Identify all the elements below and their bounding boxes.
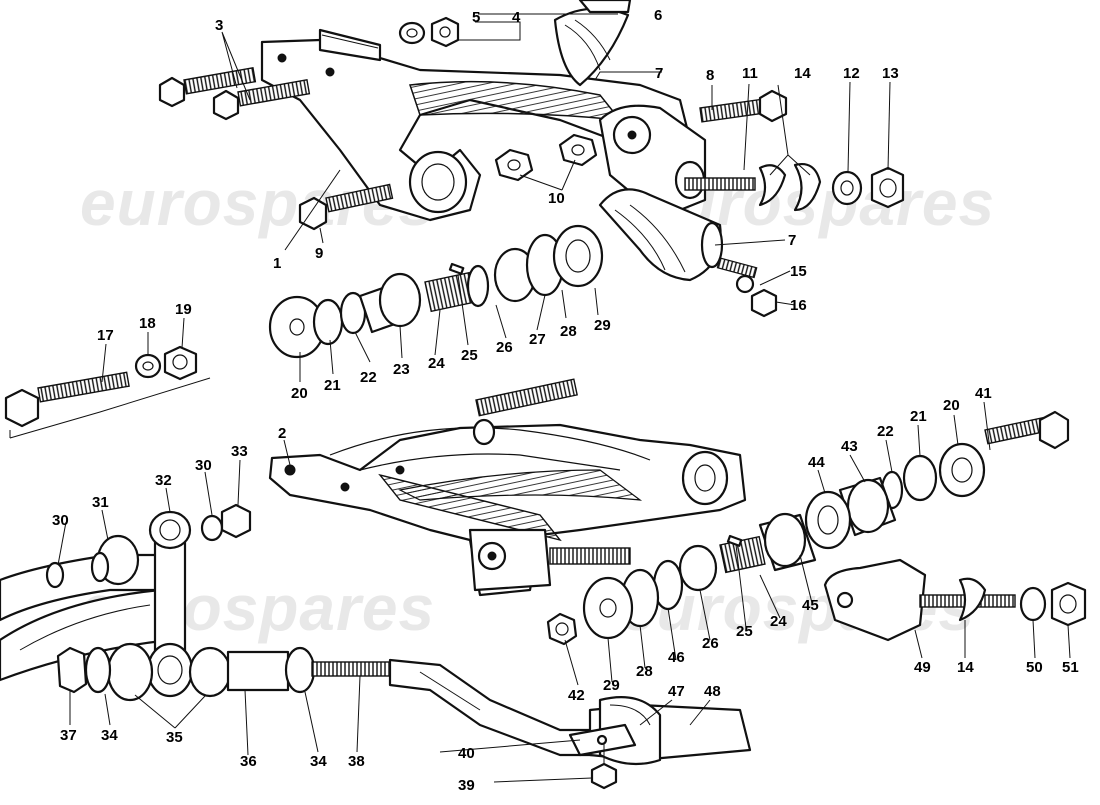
callout-27: 27 — [529, 331, 546, 348]
washer-15-nut-16 — [735, 274, 778, 318]
lower-wishbone — [268, 378, 747, 597]
callout-3: 3 — [215, 17, 223, 34]
callout-21: 21 — [324, 377, 341, 394]
callout-25b: 25 — [736, 623, 753, 640]
callout-43: 43 — [841, 438, 858, 455]
callout-2: 2 — [278, 425, 286, 442]
callout-28b: 28 — [636, 663, 653, 680]
callout-labels: 1 2 3 4 5 6 7 8 9 10 11 14 12 13 7 15 16… — [52, 7, 1079, 794]
callout-42: 42 — [568, 687, 585, 704]
callout-23: 23 — [393, 361, 410, 378]
upper-wishbone — [260, 28, 707, 222]
callout-41: 41 — [975, 385, 992, 402]
callout-33: 33 — [231, 443, 248, 460]
callout-34b: 34 — [310, 753, 327, 770]
nuts-10 — [494, 133, 598, 182]
callout-38: 38 — [348, 753, 365, 770]
callout-1: 1 — [273, 255, 281, 272]
bolt-8 — [699, 89, 788, 123]
callout-17: 17 — [97, 327, 114, 344]
bolt-17-set — [4, 345, 211, 439]
callout-24: 24 — [428, 355, 445, 372]
callout-7: 7 — [655, 65, 663, 82]
callout-10: 10 — [548, 190, 565, 207]
callout-4: 4 — [512, 9, 521, 26]
bolt-9 — [298, 183, 394, 231]
callout-16: 16 — [790, 297, 807, 314]
leader-lines — [57, 13, 1071, 783]
anti-roll-bar — [0, 503, 752, 790]
callout-21b: 21 — [910, 408, 927, 425]
callout-7b: 7 — [788, 232, 796, 249]
callout-40: 40 — [458, 745, 475, 762]
callout-19: 19 — [175, 301, 192, 318]
callout-36: 36 — [240, 753, 257, 770]
bump-stop-lower — [598, 188, 758, 282]
callout-29: 29 — [594, 317, 611, 334]
callout-35: 35 — [166, 729, 183, 746]
callout-44: 44 — [808, 454, 825, 471]
bolt-3a — [158, 67, 257, 108]
callout-13: 13 — [882, 65, 899, 82]
callout-48: 48 — [704, 683, 721, 700]
nut-5-washer-4 — [398, 16, 460, 48]
callout-9: 9 — [315, 245, 323, 262]
callout-45: 45 — [802, 597, 819, 614]
callout-11: 11 — [742, 65, 758, 82]
callout-26: 26 — [496, 339, 513, 356]
callout-18: 18 — [139, 315, 156, 332]
callout-46: 46 — [668, 649, 685, 666]
callout-30a: 30 — [52, 512, 69, 529]
callout-50: 50 — [1026, 659, 1043, 676]
callout-28: 28 — [560, 323, 577, 340]
callout-14: 14 — [794, 65, 811, 82]
callout-31: 31 — [92, 494, 109, 511]
bolt-3b — [212, 79, 311, 121]
callout-49: 49 — [914, 659, 931, 676]
callout-20b: 20 — [943, 397, 960, 414]
callout-6: 6 — [654, 7, 662, 24]
callout-47: 47 — [668, 683, 685, 700]
callout-24b: 24 — [770, 613, 787, 630]
callout-37: 37 — [60, 727, 77, 744]
bracket-49-set — [823, 558, 1087, 642]
callout-12: 12 — [843, 65, 860, 82]
callout-14b: 14 — [957, 659, 974, 676]
callout-5: 5 — [472, 9, 480, 26]
callout-34a: 34 — [101, 727, 118, 744]
callout-8: 8 — [706, 67, 714, 84]
callout-29b: 29 — [603, 677, 620, 694]
callout-15: 15 — [790, 263, 807, 280]
callout-51: 51 — [1062, 659, 1079, 676]
callout-26b: 26 — [702, 635, 719, 652]
callout-39: 39 — [458, 777, 475, 794]
lower-bushing-set — [546, 410, 1070, 646]
callout-22b: 22 — [877, 423, 894, 440]
callout-22: 22 — [360, 369, 377, 386]
callout-20: 20 — [291, 385, 308, 402]
callout-30b: 30 — [195, 457, 212, 474]
callout-25: 25 — [461, 347, 478, 364]
upper-bushing-set — [268, 224, 604, 359]
bump-stop-upper — [553, 0, 632, 87]
callout-32: 32 — [155, 472, 172, 489]
